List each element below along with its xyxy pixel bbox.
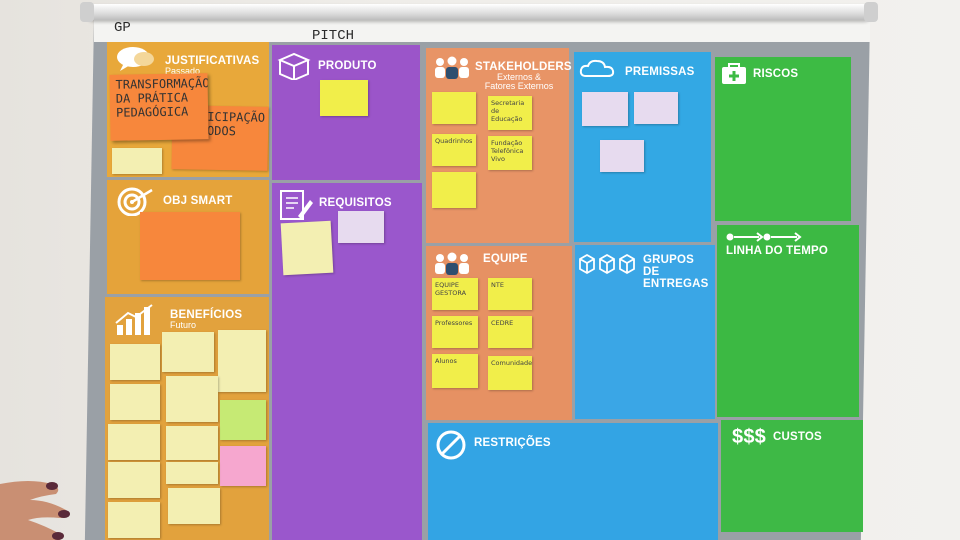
sticky-note [218, 330, 266, 392]
sticky-note [582, 92, 628, 126]
target-icon [117, 187, 153, 216]
riscos-title: RISCOS [753, 68, 799, 80]
handwritten-gp: GP [114, 20, 131, 36]
grupos-entregas-title: GRUPOS DE ENTREGAS [643, 254, 709, 290]
requisitos-title: REQUISITOS [319, 197, 392, 209]
speech-bubble-icon [117, 47, 154, 71]
sticky-note [432, 92, 476, 124]
people-group-icon [435, 252, 469, 275]
sticky-note [162, 332, 214, 372]
sticky-note [110, 384, 160, 420]
section-custos [721, 420, 863, 532]
bar-chart-icon [115, 304, 153, 335]
board-top-strip [94, 18, 870, 42]
sticky-note [280, 220, 334, 276]
dollar-icon: $$$ [732, 426, 766, 448]
stakeholders-subtitle: Externos & Fatores Externos [484, 72, 554, 91]
sticky-note [166, 376, 218, 422]
sticky-note [112, 148, 162, 174]
section-linha-tempo [717, 225, 859, 417]
prohibited-icon [436, 430, 466, 460]
sticky-note-comunidade: Comunidade [488, 356, 532, 390]
sticky-note-cedre: CEDRE [488, 316, 532, 348]
sticky-note-secretaria: Secretaria de Educação [488, 96, 532, 130]
linha-tempo-title: LINHA DO TEMPO [726, 245, 829, 257]
handwritten-pitch: PITCH [312, 28, 355, 44]
hanging-rod [86, 4, 872, 20]
obj-smart-title: OBJ SMART [163, 195, 233, 207]
justificativas-title: JUSTIFICATIVAS [165, 55, 260, 67]
sticky-note [338, 211, 384, 243]
sticky-note-equipe-gestora: EQUIPE GESTORA [432, 278, 478, 310]
sticky-note-professores: Professores [432, 316, 478, 348]
sticky-note [320, 80, 368, 116]
sticky-note [140, 212, 240, 280]
sticky-note [220, 446, 266, 486]
sticky-note-alunos: Alunos [432, 354, 478, 388]
custos-title: CUSTOS [773, 431, 822, 443]
document-pen-icon [280, 190, 313, 220]
beneficios-subtitle: Futuro [170, 320, 197, 330]
people-group-icon [435, 56, 469, 79]
sticky-note [220, 400, 266, 440]
first-aid-icon [722, 63, 746, 84]
timeline-icon [726, 232, 802, 242]
boxes-icon [579, 253, 635, 275]
justificativas-subtitle: Passado [165, 66, 201, 76]
restricoes-title: RESTRIÇÕES [474, 437, 551, 449]
sticky-note-nte: NTE [488, 278, 532, 310]
hand [0, 481, 70, 540]
sticky-note [432, 172, 476, 208]
sticky-note [600, 140, 644, 172]
sticky-note-quadrinhos: Quadrinhos [432, 134, 476, 166]
sticky-note [168, 488, 220, 524]
sticky-note [166, 426, 218, 460]
section-restricoes [428, 423, 718, 540]
sticky-note [634, 92, 678, 124]
sticky-note [166, 462, 218, 484]
sticky-note [110, 344, 160, 380]
produto-title: PRODUTO [318, 60, 377, 72]
stakeholders-title: STAKEHOLDERS [475, 61, 572, 73]
sticky-note [108, 424, 160, 460]
sticky-note-fundacao: Fundação Telefônica Vivo [488, 136, 532, 170]
sticky-note [108, 462, 160, 498]
section-riscos [715, 57, 851, 221]
equipe-title: EQUIPE [483, 253, 528, 265]
rod-cap-right [864, 2, 878, 22]
sticky-note [108, 502, 160, 538]
rod-cap-left [80, 2, 94, 22]
sticky-note-transformacao: TRANSFORMAÇÃO DA PRÁTICA PEDAGÓGICA [109, 73, 209, 141]
beneficios-title: BENEFÍCIOS [170, 309, 243, 321]
box-icon [277, 52, 311, 80]
cloud-icon [579, 59, 615, 77]
section-grupos-entregas [575, 245, 715, 419]
premissas-title: PREMISSAS [625, 66, 695, 78]
